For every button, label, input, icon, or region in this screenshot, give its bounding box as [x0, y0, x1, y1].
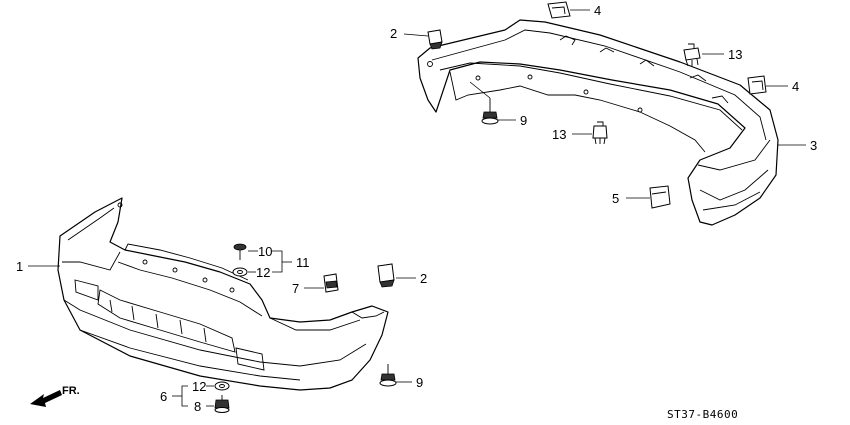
diagram-code: ST37-B4600 — [667, 408, 738, 421]
rear-bracket-right — [747, 75, 767, 95]
callout-front-washer-12-bottom: 12 — [192, 379, 206, 394]
callout-front-group-11: 11 — [296, 255, 310, 270]
callout-front-screw-10: 10 — [258, 244, 272, 259]
front-washer-12-top — [232, 267, 248, 277]
callout-front-washer-12-top: 12 — [256, 265, 270, 280]
callout-rear-clip-top: 2 — [390, 26, 397, 41]
rear-bracket-top — [547, 1, 571, 19]
callout-rear-clip-13-top: 13 — [728, 47, 742, 62]
front-screw-8 — [214, 395, 230, 413]
rear-spacer-5 — [649, 185, 671, 209]
callout-front-screw-8: 8 — [194, 399, 201, 414]
callout-front-bumper-cover: 1 — [16, 259, 23, 274]
front-bumper-cover — [57, 197, 389, 391]
front-direction-arrow-icon — [30, 390, 62, 407]
front-screw-10 — [233, 243, 247, 260]
direction-label: FR. — [62, 385, 80, 397]
callout-rear-screw-9: 9 — [520, 113, 527, 128]
callout-front-clip-2: 2 — [420, 271, 427, 286]
callout-front-clip-7: 7 — [292, 281, 299, 296]
rear-clip-13-top — [683, 43, 701, 67]
rear-screw-9 — [481, 98, 499, 125]
rear-clip-13-mid — [592, 121, 608, 145]
callout-rear-bracket-right: 4 — [792, 79, 799, 94]
callout-front-group-6: 6 — [160, 389, 167, 404]
rear-clip-top — [427, 29, 443, 50]
callout-rear-bumper-cover: 3 — [810, 138, 817, 153]
callout-rear-bracket-top: 4 — [594, 3, 601, 18]
callout-rear-clip-13-mid: 13 — [552, 127, 566, 142]
rear-bumper-cover — [417, 19, 779, 226]
front-clip-7 — [323, 273, 339, 293]
front-clip-2 — [377, 263, 395, 288]
front-washer-12-bottom — [214, 381, 230, 391]
callout-front-screw-9: 9 — [416, 375, 423, 390]
callout-rear-spacer-5: 5 — [612, 191, 619, 206]
front-screw-9 — [379, 364, 397, 387]
